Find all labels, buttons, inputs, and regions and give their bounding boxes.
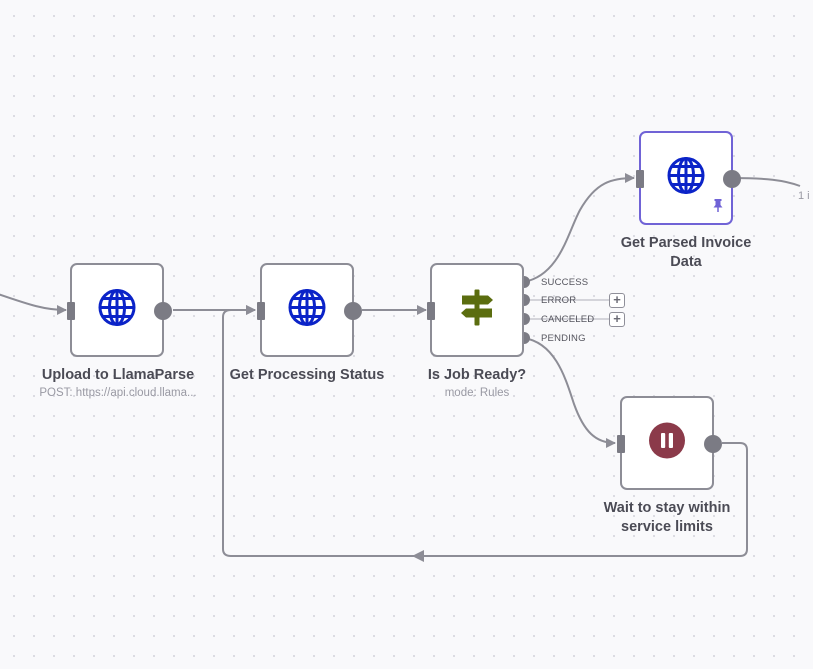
edge-incoming-upload[interactable] [0, 293, 67, 315]
node-title-wait-line1: Wait to stay within [603, 500, 731, 516]
input-handle[interactable] [257, 302, 265, 320]
input-handle[interactable] [427, 302, 435, 320]
output-label-pending: PENDING [541, 333, 586, 344]
output-label-error: ERROR [541, 295, 577, 306]
signpost-icon [457, 288, 497, 333]
node-title-wait: Wait to stay within service limits [567, 499, 767, 537]
node-get-processing-status[interactable] [257, 263, 362, 357]
node-title-wait-line2: service limits [621, 519, 713, 535]
output-handle[interactable] [704, 435, 722, 453]
output-handle[interactable] [723, 170, 741, 188]
node-wait-service-limits[interactable] [617, 396, 722, 490]
edge-success-to-parsed[interactable] [523, 173, 635, 283]
add-node-canceled-button[interactable]: + [609, 312, 625, 327]
input-handle[interactable] [617, 435, 625, 453]
node-title-parsed: Get Parsed Invoice Data [586, 234, 786, 272]
plus-icon: + [613, 311, 621, 326]
node-is-job-ready[interactable] [427, 263, 524, 357]
edge-parsed-out[interactable] [732, 177, 801, 187]
loop-direction-arrow [412, 550, 424, 562]
node-title-parsed-line1: Get Parsed Invoice [620, 235, 752, 251]
plus-icon: + [613, 292, 621, 307]
add-node-error-button[interactable]: + [609, 293, 625, 308]
globe-icon [97, 288, 137, 333]
node-title-parsed-line2: Data [670, 254, 702, 270]
edge-item-count-label: 1 i [798, 190, 810, 202]
input-handle[interactable] [67, 302, 75, 320]
node-get-parsed-invoice-data[interactable] [636, 131, 741, 225]
node-title-switch: Is Job Ready? [427, 367, 527, 383]
globe-icon [287, 288, 327, 333]
output-label-success: SUCCESS [541, 277, 589, 288]
edge-wait-loop-back[interactable] [222, 305, 748, 557]
node-subtitle-upload: POST: https://api.cloud.llama... [39, 387, 197, 399]
node-title-status: Get Processing Status [229, 367, 385, 383]
node-title-upload: Upload to LlamaParse [41, 367, 195, 383]
node-upload-to-llamaparse[interactable] [67, 263, 172, 357]
output-label-canceled: CANCELED [541, 314, 595, 325]
globe-icon [666, 156, 706, 201]
input-handle[interactable] [636, 170, 644, 188]
output-handle[interactable] [344, 302, 362, 320]
pin-icon [712, 199, 724, 217]
edge-pending-to-wait[interactable] [523, 337, 616, 448]
output-handle[interactable] [154, 302, 172, 320]
pause-icon [648, 422, 686, 465]
node-subtitle-switch: mode: Rules [444, 387, 510, 399]
